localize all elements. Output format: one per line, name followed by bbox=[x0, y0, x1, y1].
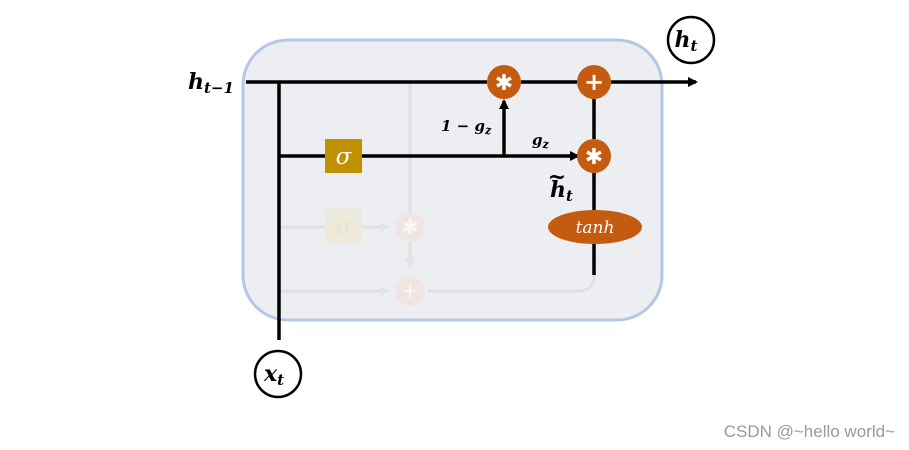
faded-add-icon: + bbox=[401, 279, 419, 304]
candidate-accent: ~ bbox=[548, 164, 566, 190]
input-xt-label: xt bbox=[263, 361, 284, 389]
add-node bbox=[577, 65, 611, 99]
input-xt-node bbox=[253, 349, 303, 399]
prev-state-label: ht−1 bbox=[188, 69, 234, 97]
faded-multiply-node bbox=[395, 212, 425, 242]
watermark: CSDN @~hello world~ bbox=[723, 422, 895, 441]
one-minus-gz-label: 1 − gz bbox=[441, 117, 492, 137]
add-icon: + bbox=[584, 68, 604, 96]
sigma-gate-label: σ bbox=[336, 144, 353, 170]
gru-cell-box bbox=[241, 38, 664, 322]
candidate-label: ht bbox=[550, 177, 573, 205]
multiply-icon-top: ✱ bbox=[495, 71, 513, 96]
faded-sigma-label: σ bbox=[336, 215, 352, 240]
gz-label: gz bbox=[532, 131, 550, 151]
faded-add-node bbox=[395, 276, 425, 306]
tanh-label: tanh bbox=[576, 218, 615, 238]
multiply-icon-right: ✱ bbox=[585, 145, 603, 170]
output-ht-label: ht bbox=[675, 27, 698, 55]
sigma-gate-box bbox=[325, 139, 362, 173]
faded-sigma-box bbox=[325, 209, 362, 243]
tanh-node bbox=[548, 210, 642, 244]
multiply-node-top bbox=[487, 65, 521, 99]
faded-multiply-icon: ✱ bbox=[402, 215, 419, 239]
output-ht-node bbox=[666, 15, 716, 65]
multiply-node-right bbox=[577, 139, 611, 173]
main-lines bbox=[246, 77, 698, 340]
faded-reset-path: σ ✱ + bbox=[279, 82, 596, 306]
